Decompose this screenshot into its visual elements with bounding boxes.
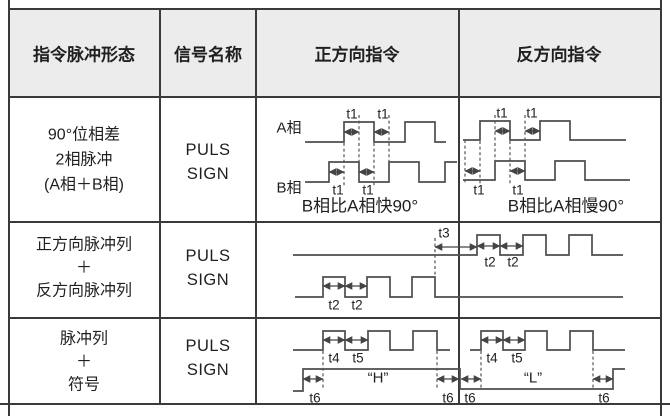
row1-form-line3: (A相＋B相)	[43, 176, 125, 194]
row3-form-line2: ＋	[75, 353, 93, 371]
header-pulse-form: 指令脉冲形态	[33, 45, 135, 65]
row2-form-line2: ＋	[75, 259, 93, 277]
row2-form-cell: 正方向脉冲列 ＋ 反方向脉冲列	[36, 234, 132, 303]
row3-form-line1: 脉冲列	[59, 330, 109, 348]
row3-form-cell: 脉冲列 ＋ 符号	[60, 328, 108, 397]
row2-puls-line-wave	[295, 276, 623, 298]
dimension-arrows	[302, 127, 614, 383]
row2-sign-line-wave	[293, 234, 623, 256]
t1-label: t1	[362, 182, 374, 198]
row2-signal-sign: SIGN	[186, 271, 230, 289]
t6-label: t6	[464, 390, 476, 406]
row1-form-line2: 2相脉冲	[55, 151, 113, 169]
t2-label: t2	[351, 297, 363, 313]
row3-sign-wave	[293, 368, 625, 392]
t6-label: t6	[598, 390, 610, 406]
t4-label: t4	[486, 350, 498, 366]
sign-high-level-label: “H”	[367, 369, 389, 387]
row1-signal-cell: PULS SIGN	[185, 138, 230, 186]
t1-label: t1	[473, 182, 485, 198]
t3-label: t3	[438, 225, 450, 241]
row3-signal-sign: SIGN	[186, 361, 230, 379]
header-signal-name: 信号名称	[174, 45, 242, 65]
t2-label: t2	[328, 297, 340, 313]
t1-label: t1	[526, 105, 538, 121]
row1-form-cell: 90°位相差 2相脉冲 (A相＋B相)	[44, 123, 124, 198]
row3-signal-puls: PULS	[185, 337, 231, 355]
phase-b-label: B相	[276, 179, 302, 197]
t1-label: t1	[377, 106, 389, 122]
row3-signal-cell: PULS SIGN	[185, 334, 230, 382]
row1-reverse-phase-b-wave	[463, 160, 630, 181]
header-reverse-command: 反方向指令	[516, 45, 602, 65]
t5-label: t5	[352, 350, 364, 366]
row3-forward-puls-wave	[293, 330, 450, 351]
t2-label: t2	[507, 254, 519, 270]
row2-form-line1: 正方向脉冲列	[35, 236, 133, 254]
t6-label: t6	[442, 390, 454, 406]
row3-reverse-puls-wave	[470, 330, 625, 351]
t5-label: t5	[511, 350, 523, 366]
row2-form-line3: 反方向脉冲列	[35, 282, 133, 300]
t1-label: t1	[332, 182, 344, 198]
row1-signal-puls: PULS	[185, 141, 231, 159]
row1-reverse-phase-a-wave	[463, 120, 626, 141]
forward-caption: B相比A相快90°	[301, 196, 419, 216]
header-forward-command: 正方向指令	[314, 45, 400, 65]
t2-label: t2	[484, 254, 496, 270]
t6-label: t6	[309, 390, 321, 406]
row2-signal-cell: PULS SIGN	[185, 244, 230, 292]
t4-label: t4	[328, 350, 340, 366]
row1-form-line1: 90°位相差	[47, 126, 121, 144]
t1-label: t1	[346, 106, 358, 122]
phase-a-label: A相	[276, 119, 302, 137]
row2-signal-puls: PULS	[185, 247, 231, 265]
t1-label: t1	[512, 182, 524, 198]
t1-label: t1	[496, 105, 508, 121]
row3-form-line3: 符号	[67, 376, 101, 394]
row1-forward-phase-b-wave	[305, 161, 457, 183]
sign-low-level-label: “L”	[523, 369, 543, 387]
timing-waveforms	[293, 120, 630, 392]
header-row-background	[9, 9, 661, 97]
row1-signal-sign: SIGN	[186, 165, 230, 183]
reverse-caption: B相比A相慢90°	[507, 196, 625, 216]
